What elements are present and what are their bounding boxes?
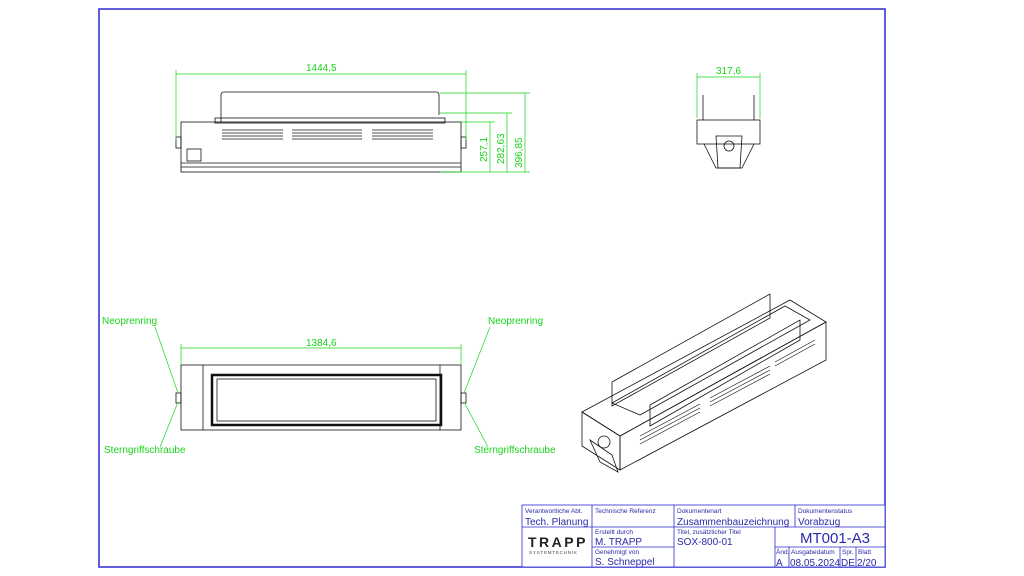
callout-screw-left: Sterngriffschraube <box>104 445 186 456</box>
doc-status-label: Dokumentenstatus <box>798 508 853 515</box>
side-view: 317,6 <box>696 66 761 169</box>
doc-type: Zusammenbauzeichnung <box>677 517 789 528</box>
dim-height-3: 396,85 <box>514 137 525 168</box>
front-view <box>175 91 467 173</box>
approved-by-label: Genehmigt von <box>595 549 639 556</box>
created-by-label: Erstellt durch <box>595 529 633 536</box>
dim-bottom-width: 1384,6 <box>306 338 337 349</box>
callout-neoprene-left: Neoprenring <box>102 316 157 327</box>
sheet: 2/20 <box>857 558 877 569</box>
drawing-title: SOX-800-01 <box>677 537 733 548</box>
dim-front-width: 1444,5 <box>306 63 337 74</box>
callouts: Neoprenring Neoprenring Sterngriffschrau… <box>102 316 556 456</box>
drawing-frame <box>98 8 886 568</box>
responsible-dept: Tech. Planung <box>525 517 588 528</box>
callout-neoprene-right: Neoprenring <box>488 316 543 327</box>
callout-screw-right: Sterngriffschraube <box>474 445 556 456</box>
dim-height-1: 257,1 <box>479 137 490 162</box>
dim-side-width: 317,6 <box>716 66 741 77</box>
tech-ref-label: Technische Referenz <box>595 508 656 515</box>
created-by: M. TRAPP <box>595 537 642 548</box>
title-label: Titel, zusätzlicher Titel <box>677 529 741 536</box>
isometric-view <box>581 293 827 473</box>
language: DE <box>841 558 855 569</box>
issue-date-label: Ausgabedatum <box>791 549 835 556</box>
bottom-view: 1384,6 <box>175 338 467 431</box>
doc-status: Vorabzug <box>798 517 840 528</box>
dim-height-2: 282,63 <box>496 133 507 164</box>
trapp-logo: TRAPP <box>528 534 588 550</box>
sheet-label: Blatt <box>858 549 871 556</box>
issue-date: 08.05.2024 <box>790 558 840 569</box>
trapp-logo-sub: SYSTEMTECHNIK <box>529 550 578 555</box>
revision-label: Änd. <box>776 548 790 556</box>
approved-by: S. Schneppel <box>595 557 655 568</box>
revision: A <box>776 558 783 569</box>
front-dimensions: 1444,5 257,1 282,63 396,85 <box>175 63 530 173</box>
language-label: Spr. <box>842 549 854 556</box>
doc-type-label: Dokumentenart <box>677 508 722 515</box>
doc-number: MT001-A3 <box>800 530 870 547</box>
responsible-dept-label: Verantwortliche Abt. <box>525 508 583 515</box>
